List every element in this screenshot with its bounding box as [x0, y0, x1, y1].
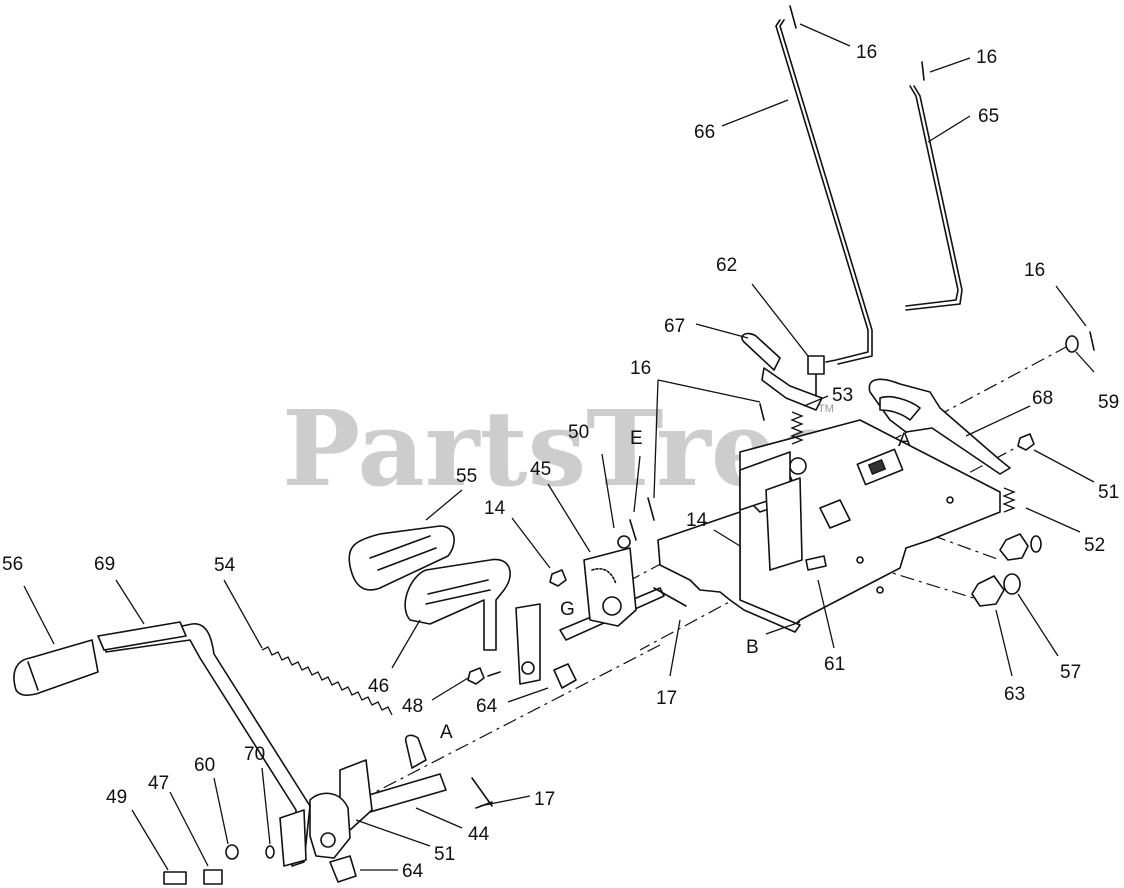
spring-52 [1002, 487, 1016, 513]
adjuster-lever [741, 332, 825, 411]
callout-16: 16 [976, 47, 997, 68]
callout-51: 51 [1098, 482, 1119, 503]
callout-55: 55 [456, 466, 477, 487]
callout-45: 45 [530, 459, 551, 480]
callout-66: 66 [694, 122, 715, 143]
callout-14: 14 [686, 510, 708, 531]
bolts-lower-left [163, 844, 275, 885]
callout-67: 67 [664, 316, 685, 337]
callout-51: 51 [434, 844, 455, 865]
spring-54 [261, 646, 393, 716]
callout-16: 16 [856, 42, 877, 63]
callout-A: A [440, 722, 453, 743]
callout-14: 14 [484, 498, 506, 519]
frame-plate [657, 419, 1001, 633]
callout-16: 16 [1024, 260, 1045, 281]
callout-A: A [898, 430, 911, 451]
callout-54: 54 [214, 555, 236, 576]
callout-60: 60 [194, 755, 215, 776]
callout-53: 53 [832, 385, 853, 406]
watermark-trademark: TM [818, 403, 834, 415]
lower-shaft-assembly [309, 734, 493, 883]
callout-G: G [560, 599, 575, 620]
callout-44: 44 [468, 824, 490, 845]
callout-49: 49 [106, 787, 127, 808]
callout-47: 47 [148, 773, 169, 794]
leader-lines [23, 23, 1095, 871]
callout-E: E [630, 428, 643, 449]
callout-16: 16 [630, 358, 651, 379]
pivot-bracket [739, 451, 827, 571]
callout-52: 52 [1084, 535, 1105, 556]
callout-59: 59 [1098, 392, 1119, 413]
callout-68: 68 [1032, 388, 1053, 409]
spring-53 [790, 411, 804, 445]
lift-lever-68 [868, 378, 1011, 475]
brake-pedal [348, 525, 541, 685]
callout-46: 46 [368, 676, 389, 697]
callout-65: 65 [978, 106, 999, 127]
callout-61: 61 [824, 654, 845, 675]
callout-64: 64 [402, 861, 424, 882]
nut-washer-right [971, 331, 1095, 607]
callout-48: 48 [402, 696, 423, 717]
callout-17: 17 [534, 789, 555, 810]
control-rod-65 [905, 61, 963, 311]
callout-70: 70 [244, 744, 265, 765]
control-rod-66 [775, 5, 873, 365]
callout-labels: 16 16 66 65 62 67 16 16 53 68 59 A 51 52… [2, 42, 1119, 882]
callout-50: 50 [568, 422, 589, 443]
callout-56: 56 [2, 554, 23, 575]
callout-62: 62 [716, 255, 737, 276]
cotter-pins [471, 403, 765, 807]
callout-B: B [746, 637, 759, 658]
callout-57: 57 [1060, 662, 1081, 683]
handle-lever [13, 621, 311, 867]
callout-69: 69 [94, 554, 115, 575]
callout-17: 17 [656, 688, 677, 709]
callout-63: 63 [1004, 684, 1025, 705]
callout-64: 64 [476, 696, 498, 717]
pedal-shaft [467, 497, 665, 689]
